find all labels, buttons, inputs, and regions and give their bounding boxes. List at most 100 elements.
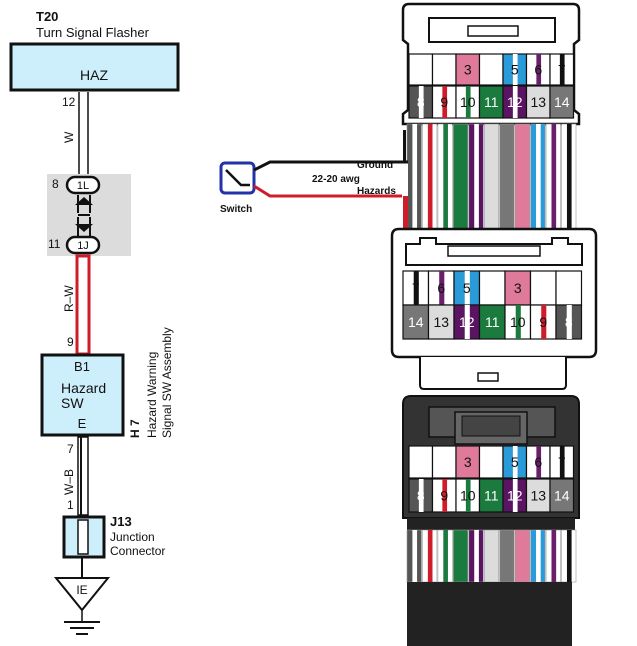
mid-bottom-row-label-5: 9: [539, 314, 547, 330]
gauge-label: 22-20 awg: [312, 174, 360, 185]
bottom-conn-top-row-label-2: 3: [464, 454, 472, 470]
bottom-conn-top-row-label-4: 5: [511, 454, 519, 470]
hazard-pin-out: 7: [67, 442, 74, 456]
top-bundle-wire-3: [453, 123, 469, 231]
mid-top-row-label-1: 6: [437, 280, 445, 296]
wire-bottom: [77, 436, 89, 516]
bottom-conn-top-row-stripe-4: [512, 446, 518, 478]
bottom-conn-bottom-row-label-2: 10: [460, 488, 476, 504]
switch-lever: [225, 169, 250, 187]
bottom-bundle-wire-5: [483, 529, 500, 583]
top-bottom-row-stripe-0: [418, 86, 424, 118]
top-row-label-6: 7: [558, 62, 566, 78]
top-bundle-wire-stripe-2: [443, 124, 448, 230]
bottom-bundle-wire-stripe-8: [536, 530, 541, 582]
bottom-bundle-wire-stripe-4: [474, 530, 479, 582]
mid-bottom-row-stripe-4: [515, 305, 521, 339]
top-row-stripe-4: [512, 54, 518, 85]
mid-bottom-row-label-6: 8: [565, 314, 573, 330]
hazards-wire-into-bundle: [403, 196, 408, 230]
top-row-label-2: 3: [464, 62, 472, 78]
mid-bottom-row-stripe-2: [464, 305, 470, 339]
top-row-cell-1: [431, 53, 457, 86]
hazards-wire-label: Hazards: [357, 186, 396, 197]
mid-bottom-row-label-1: 13: [433, 314, 449, 330]
mid-bottom-row-stripe-5: [541, 305, 547, 339]
bottom-connector-boot: [407, 582, 572, 646]
junction-arrows: [75, 197, 93, 232]
bottom-bundle-wire-stripe-9: [551, 530, 557, 582]
junction-connector-code: J13: [110, 514, 132, 529]
bottom-conn-bottom-row-stripe-2: [465, 479, 471, 512]
bottom-conn-bottom-row-label-6: 14: [554, 488, 570, 504]
bottom-conn-bottom-row-cell-6: [549, 478, 575, 513]
top-bundle-wire-7: [514, 123, 530, 231]
hazards-wire: [253, 184, 402, 198]
bottom-conn-bottom-row-label-4: 12: [507, 488, 523, 504]
hazard-label-line1: Hazard: [61, 380, 106, 396]
bottom-bundle-wire-6: [499, 529, 515, 583]
hazard-assembly-line1: Hazard Warning: [145, 352, 159, 438]
mid-top-row-label-0: 7: [412, 280, 420, 296]
top-bundle-wire-stripe-1: [427, 124, 433, 230]
hazard-pin-in: 9: [67, 335, 74, 349]
mid-bottom-row-label-2: 12: [459, 314, 475, 330]
top-bottom-row-stripe-2: [465, 86, 471, 118]
top-bottom-row-cell-6: [549, 85, 575, 119]
mid-top-row-cell-3: [478, 270, 506, 306]
switch-label: Switch: [220, 204, 252, 215]
hazard-code: H 7: [128, 419, 142, 438]
top-bottom-row-stripe-1: [442, 86, 448, 118]
top-bundle-wire-stripe-4: [474, 124, 479, 230]
ground-label: IE: [76, 583, 87, 597]
top-bundle-wire-stripe-9: [551, 124, 557, 230]
top-bottom-row-label-1: 9: [440, 94, 448, 110]
flasher-box: [9, 42, 180, 92]
switch-icon: [219, 161, 256, 195]
mid-top-row-label-4: 3: [514, 280, 522, 296]
ground-wire-into-bundle: [403, 130, 406, 162]
bottom-conn-bottom-row-label-3: 11: [484, 488, 499, 504]
junction-pin-top: [65, 175, 101, 195]
junction-pin-bottom-num: 11: [48, 237, 61, 251]
mid-bottom-row-cell-1: [427, 304, 455, 340]
mid-top-row-stripe-1: [439, 271, 445, 305]
junction-pin-bottom-label: 1J: [77, 240, 89, 252]
flasher-code: T20: [36, 9, 58, 24]
ground-wire: [253, 160, 402, 172]
ground-triangle: [53, 577, 111, 612]
bottom-conn-top-row-label-6: 7: [558, 454, 566, 470]
hazard-switch-box: [40, 353, 125, 437]
hazard-label-line2: SW: [61, 395, 84, 411]
top-bottom-row-label-6: 14: [554, 94, 570, 110]
bottom-conn-top-row-stripe-5: [536, 446, 542, 478]
bottom-bundle-wire-stripe-0: [412, 530, 418, 582]
junction-pin-bottom: [65, 235, 101, 255]
mid-top-row-stripe-0: [413, 271, 419, 305]
hazard-terminal-top: B1: [74, 359, 90, 374]
top-bottom-row-label-5: 13: [530, 94, 546, 110]
bottom-conn-top-row-label-5: 6: [534, 454, 542, 470]
junction-connector-line2: Connector: [110, 544, 165, 558]
top-bundle-wire-6: [499, 123, 515, 231]
top-bottom-row-label-2: 10: [460, 94, 476, 110]
top-bundle-wire-5: [483, 123, 500, 231]
bottom-conn-bottom-row-label-5: 13: [530, 488, 546, 504]
mid-bottom-row-stripe-6: [566, 305, 572, 339]
wire-bottom-color: W–B: [62, 469, 76, 495]
top-bundle-wire-stripe-0: [412, 124, 418, 230]
bottom-bundle-wire-stripe-1: [427, 530, 433, 582]
top-bottom-row-label-0: 8: [417, 94, 425, 110]
bottom-conn-top-row-cell-0: [408, 445, 434, 479]
bottom-bundle-wire-stripe-2: [443, 530, 448, 582]
bottom-conn-top-row-cell-1: [431, 445, 457, 479]
junction-pin-top-label: 1L: [77, 180, 89, 192]
top-row-label-5: 6: [534, 62, 542, 78]
top-bundle-wire-stripe-8: [536, 124, 541, 230]
wire-top-color: W: [62, 131, 76, 143]
junction-link-bottom: [77, 217, 91, 236]
top-bundle-wire-stripe-10: [566, 124, 572, 230]
ground-wire-label: Ground: [357, 160, 393, 171]
bottom-conn-bottom-row-label-0: 8: [417, 488, 425, 504]
